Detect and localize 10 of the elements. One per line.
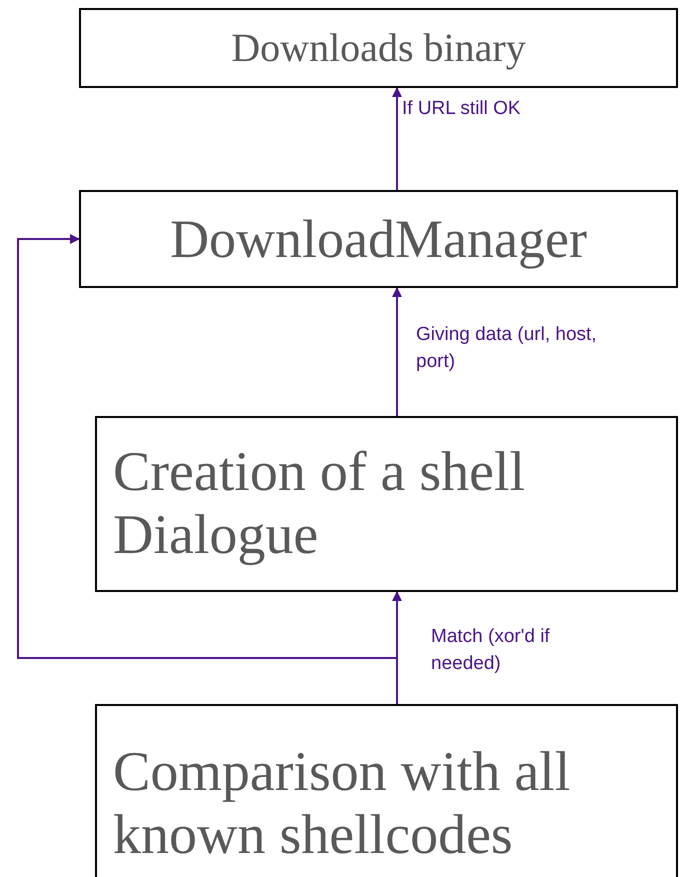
box-text: DownloadManager — [170, 208, 587, 270]
process-box — [79, 8, 678, 88]
box-text: Downloads binary — [231, 26, 526, 70]
arrow — [392, 287, 402, 416]
process-box — [95, 704, 678, 877]
process-box — [95, 416, 678, 592]
process-box — [79, 190, 678, 288]
box-text: Creation of a shell Dialogue — [113, 441, 526, 567]
arrow — [392, 87, 402, 190]
box-text: Comparison with all known shellcodes — [113, 741, 572, 867]
